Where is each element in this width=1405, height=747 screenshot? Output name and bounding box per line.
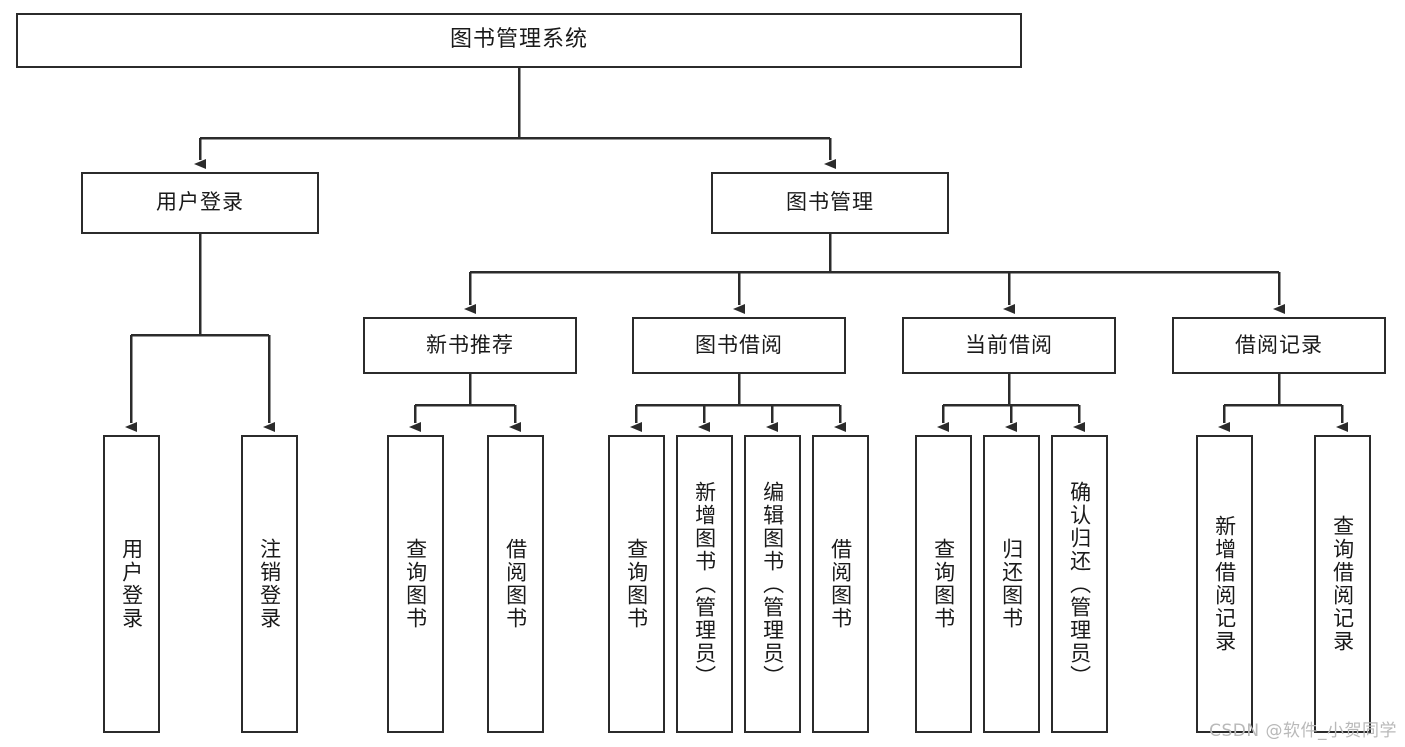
node-leaf-rec-query-book[interactable]: 查询图书 [387,435,444,733]
node-leaf-current-query-book[interactable]: 查询图书 [915,435,972,733]
node-root[interactable]: 图书管理系统 [16,13,1022,68]
node-leaf-user-logout[interactable]: 注销登录 [241,435,298,733]
node-label: 查询图书 [624,538,649,630]
node-leaf-borrow-edit-book[interactable]: 编辑图书（管理员） [744,435,801,733]
node-label: 查询图书 [403,538,428,630]
node-leaf-current-return-book[interactable]: 归还图书 [983,435,1040,733]
node-leaf-record-query[interactable]: 查询借阅记录 [1314,435,1371,733]
node-label: 借阅记录 [1235,332,1323,357]
node-leaf-borrow-borrow-book[interactable]: 借阅图书 [812,435,869,733]
node-borrow-record[interactable]: 借阅记录 [1172,317,1386,374]
node-book-borrow[interactable]: 图书借阅 [632,317,846,374]
node-current-borrow[interactable]: 当前借阅 [902,317,1116,374]
watermark-label: CSDN @软件_小贺同学 [1209,721,1397,741]
node-label: 图书管理系统 [449,27,588,53]
node-leaf-borrow-query-book[interactable]: 查询图书 [608,435,665,733]
node-label: 查询图书 [931,538,956,630]
node-new-book-rec[interactable]: 新书推荐 [363,317,577,374]
node-label: 新书推荐 [426,332,514,357]
node-book-manage[interactable]: 图书管理 [711,172,949,234]
node-label: 用户登录 [119,538,144,630]
node-leaf-current-confirm-return[interactable]: 确认归还（管理员） [1051,435,1108,733]
node-leaf-user-login[interactable]: 用户登录 [103,435,160,733]
node-label: 查询借阅记录 [1330,515,1355,653]
node-label: 用户登录 [156,190,244,215]
node-label: 新增图书（管理员） [692,480,717,688]
node-label: 图书管理 [786,190,874,215]
node-label: 确认归还（管理员） [1067,480,1092,688]
node-leaf-rec-borrow-book[interactable]: 借阅图书 [487,435,544,733]
node-leaf-record-add[interactable]: 新增借阅记录 [1196,435,1253,733]
node-label: 图书借阅 [695,332,783,357]
node-user-login[interactable]: 用户登录 [81,172,319,234]
node-label: 归还图书 [999,538,1024,630]
node-label: 借阅图书 [503,538,528,630]
node-label: 注销登录 [257,538,282,630]
node-leaf-borrow-add-book[interactable]: 新增图书（管理员） [676,435,733,733]
node-label: 借阅图书 [828,538,853,630]
node-label: 当前借阅 [965,332,1053,357]
node-label: 新增借阅记录 [1212,515,1237,653]
node-label: 编辑图书（管理员） [760,480,785,688]
